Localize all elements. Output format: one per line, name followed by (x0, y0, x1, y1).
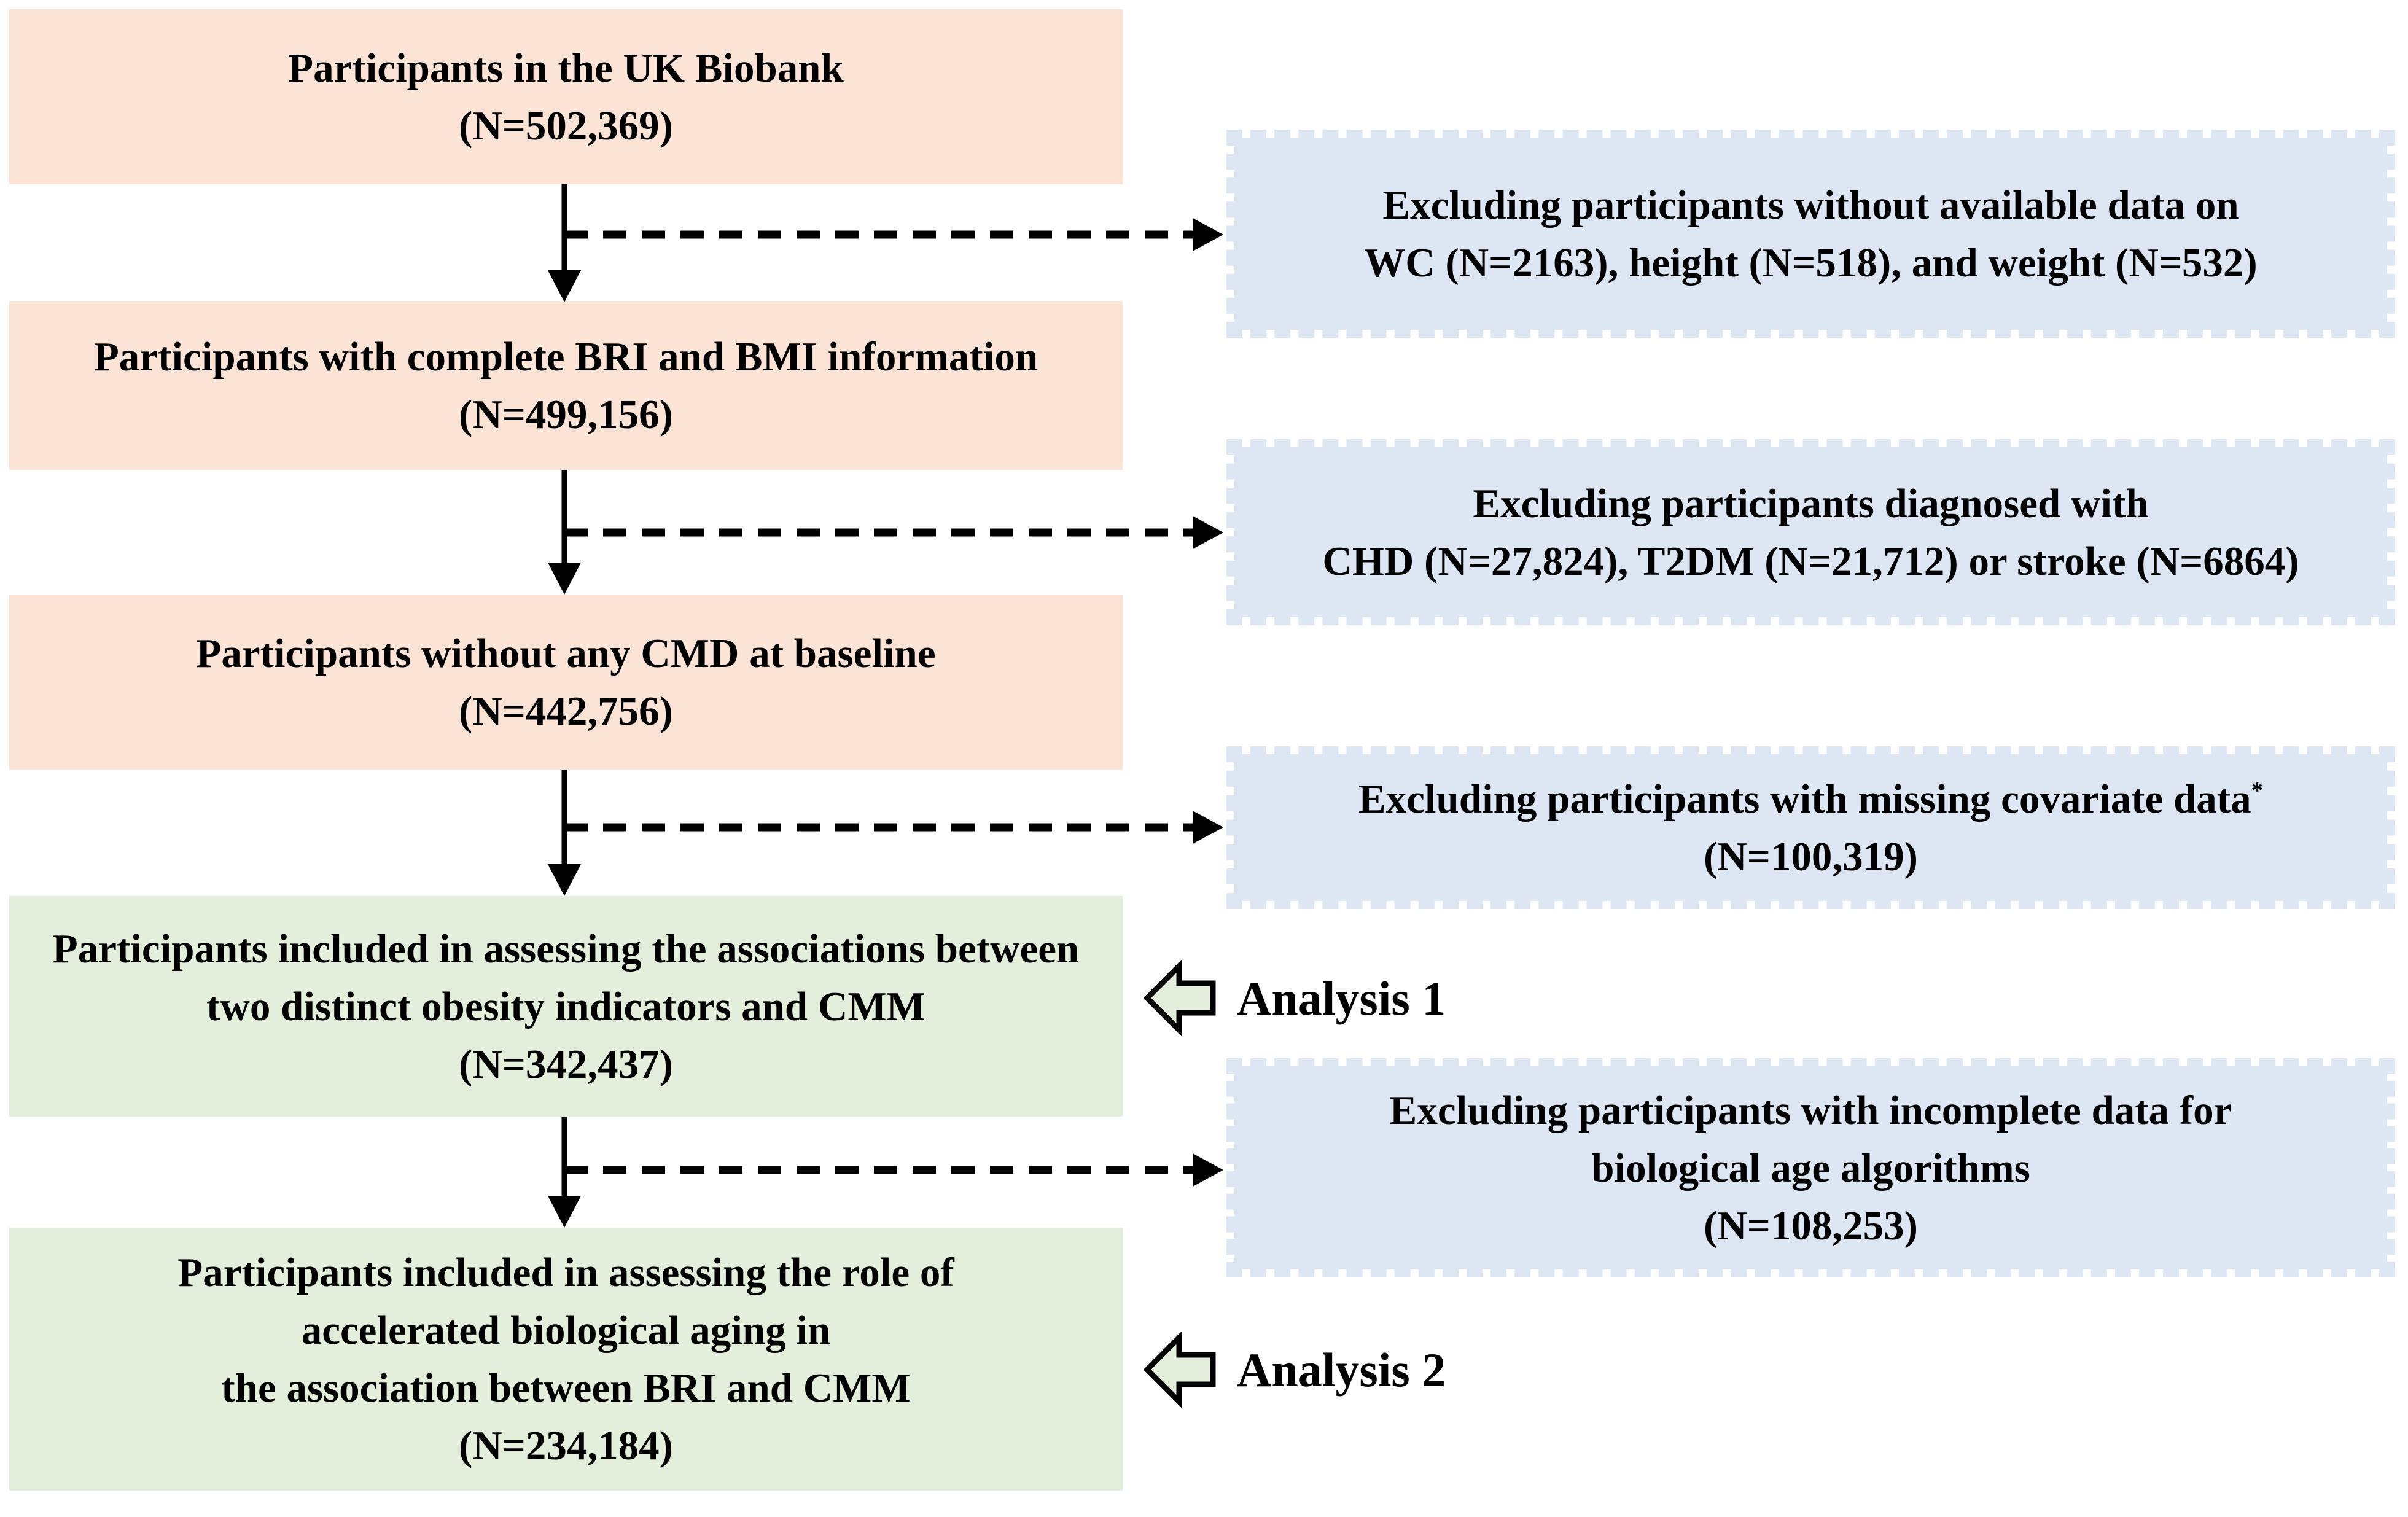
box-excl-cmd-diagnosis: Excluding participants diagnosed with CH… (1226, 439, 2395, 625)
box-analysis1-population: Participants included in assessing the a… (9, 896, 1123, 1117)
exclusion-arrow-4 (564, 1153, 1223, 1187)
exclusion-arrow-1 (564, 218, 1223, 251)
box-excl-anthropometry: Excluding participants without available… (1226, 130, 2395, 338)
box-line: Excluding participants with missing cova… (1358, 770, 2263, 828)
box-line: biological age algorithms (1591, 1145, 2030, 1191)
box-excl-missing-covariates: Excluding participants with missing cova… (1226, 746, 2395, 909)
exclusion-arrow-2 (564, 516, 1223, 549)
box-line: Participants in the UK Biobank (288, 45, 844, 91)
box-line: Participants without any CMD at baseline (196, 630, 936, 676)
box-excl-biological-age: Excluding participants with incomplete d… (1226, 1058, 2395, 1277)
box-count: (N=442,756) (459, 688, 673, 734)
box-count: (N=234,184) (459, 1423, 673, 1468)
down-arrow-4 (548, 1117, 581, 1228)
box-line: Participants included in assessing the r… (177, 1250, 954, 1295)
box-line: WC (N=2163), height (N=518), and weight … (1364, 240, 2258, 286)
down-arrow-3 (548, 770, 581, 896)
analysis-2-arrow-icon (1144, 1332, 1216, 1408)
box-count: (N=100,319) (1704, 833, 1918, 879)
analysis-2-label: Analysis 2 (1237, 1343, 1446, 1397)
analysis-1-arrow-icon (1144, 960, 1216, 1037)
analysis-1-label: Analysis 1 (1237, 971, 1446, 1025)
box-complete-bri-bmi: Participants with complete BRI and BMI i… (9, 301, 1123, 470)
box-count: (N=342,437) (459, 1041, 673, 1087)
box-line: Excluding participants without available… (1382, 182, 2239, 228)
down-arrow-2 (548, 470, 581, 595)
box-line: Participants included in assessing the a… (52, 926, 1080, 972)
footnote-asterisk: * (2251, 777, 2264, 804)
box-line: CHD (N=27,824), T2DM (N=21,712) or strok… (1322, 538, 2299, 584)
box-analysis2-population: Participants included in assessing the r… (9, 1228, 1123, 1491)
exclusion-arrow-3 (564, 811, 1223, 844)
box-line: Excluding participants diagnosed with (1473, 480, 2149, 526)
box-line: Participants with complete BRI and BMI i… (93, 333, 1038, 380)
down-arrow-1 (548, 184, 581, 302)
box-line: two distinct obesity indicators and CMM (206, 983, 925, 1029)
box-count: (N=499,156) (459, 391, 673, 437)
box-line: accelerated biological aging in (301, 1308, 831, 1353)
box-uk-biobank: Participants in the UK Biobank (N=502,36… (9, 9, 1123, 184)
box-line-text: Excluding participants with missing cova… (1358, 776, 2251, 822)
box-no-cmd-baseline: Participants without any CMD at baseline… (9, 595, 1123, 770)
box-count: (N=502,369) (459, 103, 673, 149)
box-line: Excluding participants with incomplete d… (1389, 1087, 2232, 1133)
box-line: the association between BRI and CMM (221, 1365, 911, 1411)
box-count: (N=108,253) (1704, 1203, 1918, 1249)
